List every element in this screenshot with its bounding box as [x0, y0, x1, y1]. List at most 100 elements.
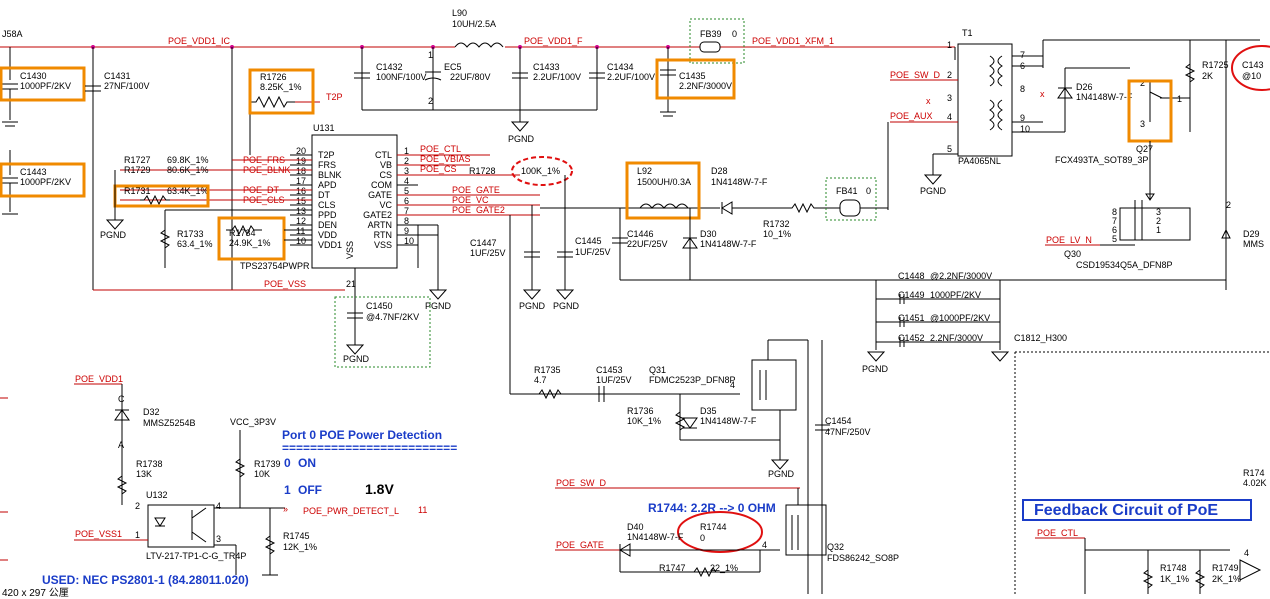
label-r1726: R1726 [260, 72, 287, 82]
label-d29-val: MMS [1243, 239, 1264, 249]
zener-d32 [114, 409, 130, 421]
resistor-r1732 [788, 202, 818, 214]
label-pgnd-c1445: PGND [553, 301, 580, 311]
u131-right-pin-name: COM [371, 180, 392, 190]
label-r1727-val: 69.8K_1% [167, 155, 209, 165]
u131-right-pin-num: 6 [404, 196, 409, 206]
u131-right-pin-num: 5 [404, 186, 409, 196]
net-poe-vbias: POE_VBIAS [420, 154, 471, 164]
label-vcc-3p3v: VCC_3P3V [230, 417, 276, 427]
label-c1447: C1447 [470, 238, 497, 248]
mosfet-q32 [785, 504, 827, 556]
detection-on: ON [298, 456, 316, 470]
label-c1435-val: 2.2NF/3000V [679, 81, 732, 91]
label-r1738-val: 13K [136, 469, 152, 479]
u131-right-pin-num: 3 [404, 166, 409, 176]
label-c1434: C1434 [607, 62, 634, 72]
label-c1430: C1430 [20, 71, 47, 81]
label-fb39: FB39 [700, 29, 722, 39]
label-r1729-val: 80.6K_1% [167, 165, 209, 175]
label-c1453: C1453 [596, 365, 623, 375]
net-poe-ctl: POE_CTL [420, 144, 461, 154]
net-poe-sw-d-bottom: POE_SW_D [556, 478, 607, 488]
label-r1744: R1744 [700, 522, 727, 532]
label-d35: D35 [700, 406, 717, 416]
label-pgnd-c1447: PGND [519, 301, 546, 311]
label-c1450-val: @4.7NF/2KV [366, 312, 419, 322]
label-q27-part: FCX493TA_SOT89_3P [1055, 155, 1148, 165]
diode-d35 [682, 417, 698, 429]
label-r1725: R1725 [1202, 60, 1229, 70]
label-c1433: C1433 [533, 62, 560, 72]
highlight-c1435 [655, 58, 736, 100]
label-pgnd-1: PGND [508, 134, 535, 144]
label-c1431: C1431 [104, 71, 131, 81]
label-ec5: EC5 [444, 62, 462, 72]
resistor-r1735 [535, 388, 565, 400]
u131-vss-label: VSS [345, 241, 355, 259]
u131-right-pin-name: VB [380, 160, 392, 170]
net-poe-gate-bottom: POE_GATE [556, 540, 604, 550]
highlight-c1430 [0, 66, 86, 102]
fb41-box [825, 177, 877, 221]
svg-text:C: C [118, 394, 125, 404]
label-q31-part: FDMC2523P_DFN8P [649, 375, 736, 385]
u131-right-pin-name: VSS [374, 240, 392, 250]
label-r1727: R1727 [124, 155, 151, 165]
label-d26: D26 [1076, 82, 1093, 92]
svg-text:x: x [1040, 89, 1045, 99]
u131-right-pin-name: CTL [375, 150, 392, 160]
label-r1729: R1729 [124, 165, 151, 175]
label-c1446-val: 22UF/25V [627, 239, 668, 249]
label-c1432-val: 100NF/100V [376, 72, 427, 82]
svg-text:1: 1 [428, 50, 433, 60]
label-l92-val: 1500UH/0.3A [637, 177, 691, 187]
label-d40-val: 1N4148W-7-F [627, 532, 684, 542]
label-c1450: C1450 [366, 301, 393, 311]
label-r1733-val: 63.4_1% [177, 239, 213, 249]
sheet-size-tag: 420 x 297 公厘 [2, 588, 69, 599]
label-d35-val: 1N4148W-7-F [700, 416, 757, 426]
highlight-c1443 [0, 162, 86, 198]
label-l90: L90 [452, 8, 467, 18]
net-poe-vss: POE_VSS [264, 279, 306, 289]
label-c1433-val: 2.2UF/100V [533, 72, 581, 82]
u131-right-pin-num: 1 [404, 146, 409, 156]
label-c1448-val: @2.2NF/3000V [930, 271, 992, 281]
label-c1452: C1452 [898, 333, 925, 343]
label-u131: U131 [313, 123, 335, 133]
label-c1454-val: 47NF/250V [825, 427, 871, 437]
label-u131-part: TPS23754PWPR [240, 261, 310, 271]
net-poe-pwr-detect-l: POE_PWR_DETECT_L [303, 506, 399, 516]
label-c1452-val: 2.2NF/3000V [930, 333, 983, 343]
detection-voltage: 1.8V [365, 481, 394, 497]
u131-right-pin-num: 2 [404, 156, 409, 166]
svg-text:»: » [283, 504, 288, 514]
label-r1748: R1748 [1160, 563, 1187, 573]
label-c1445-val: 1UF/25V [575, 247, 611, 257]
svg-text:2: 2 [428, 96, 433, 106]
u131-left-pin-name: DT [318, 190, 330, 200]
resistor-r1731 [140, 194, 170, 206]
net-poe-gate: POE_GATE [452, 185, 500, 195]
u131-left-pin-name: DEN [318, 220, 337, 230]
u131-right-pin-num: 9 [404, 226, 409, 236]
label-j58a: J58A [2, 29, 23, 39]
annotation-ellipse-r1744 [677, 511, 763, 553]
label-c1449-val: 1000PF/2KV [930, 290, 981, 300]
label-r1733: R1733 [177, 229, 204, 239]
svg-text:8: 8 [1112, 207, 1117, 217]
net-poe-vc: POE_VC [452, 195, 489, 205]
highlight-r1734 [217, 216, 286, 261]
label-d29: D29 [1243, 229, 1260, 239]
label-l90-val: 10UH/2.5A [452, 19, 496, 29]
label-r1738: R1738 [136, 459, 163, 469]
svg-text:1: 1 [1177, 94, 1182, 104]
svg-text:4: 4 [1244, 548, 1249, 558]
detection-title: Port 0 POE Power Detection [282, 428, 442, 442]
label-d30-val: 1N4148W-7-F [700, 239, 757, 249]
resistor-r1748 [1142, 566, 1154, 589]
svg-text:8: 8 [1020, 84, 1025, 94]
label-fb39-val: 0 [732, 29, 737, 39]
